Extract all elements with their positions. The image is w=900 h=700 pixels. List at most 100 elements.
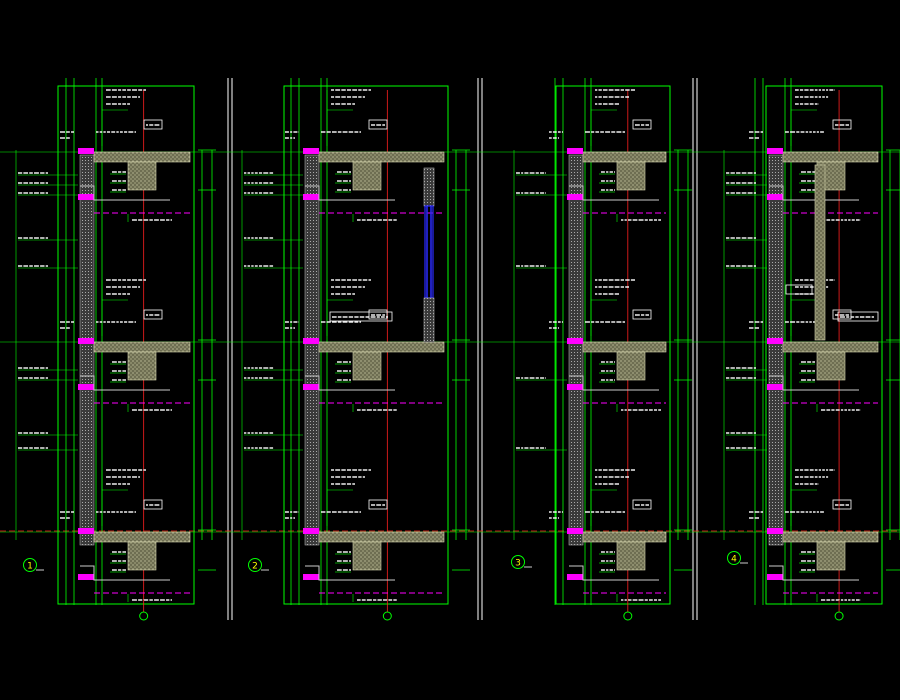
floor-slab <box>782 341 879 353</box>
anchor-bracket-icon <box>78 528 94 534</box>
floor-slab <box>782 151 879 163</box>
concrete-beam <box>352 351 382 381</box>
section-number-circle-icon <box>248 558 262 572</box>
axis-bubble-icon <box>623 611 633 621</box>
material-tag-box <box>368 309 388 320</box>
anchor-bracket-icon <box>767 338 783 344</box>
anchor-bracket-icon <box>303 338 319 344</box>
material-tag-box <box>832 309 852 320</box>
flashing-profile <box>80 375 170 391</box>
material-tag-box <box>368 119 388 130</box>
floor-slab-group <box>749 89 879 222</box>
section-number: 4 <box>727 551 748 565</box>
floor-slab <box>93 151 191 163</box>
section-number-circle-icon <box>511 555 525 569</box>
floor-slab-group <box>60 469 191 602</box>
wall-section-panel <box>723 78 900 621</box>
flashing-profile <box>769 565 859 581</box>
material-tag-box <box>329 311 393 322</box>
floor-slab <box>318 341 445 353</box>
anchor-bracket-icon <box>303 384 319 390</box>
concrete-beam <box>352 541 382 571</box>
window-unit <box>329 167 435 343</box>
anchor-bracket-icon <box>303 574 319 580</box>
panel-frame <box>555 85 671 605</box>
material-tag-box <box>632 499 652 510</box>
floor-slab <box>582 341 667 353</box>
anchor-bracket-icon <box>567 194 583 200</box>
anchor-bracket-icon <box>78 384 94 390</box>
flashing-profile <box>80 185 170 201</box>
concrete-beam <box>616 541 646 571</box>
concrete-beam <box>127 541 157 571</box>
section-number: 2 <box>248 558 269 572</box>
floor-slab-group <box>60 279 191 412</box>
floor-slab <box>318 151 445 163</box>
anchor-bracket-icon <box>78 338 94 344</box>
anchor-bracket-icon <box>78 148 94 154</box>
column <box>814 164 826 341</box>
flashing-profile <box>305 185 395 201</box>
material-tag-box <box>785 284 813 295</box>
anchor-bracket-icon <box>767 384 783 390</box>
concrete-beam <box>352 161 382 191</box>
anchor-bracket-icon <box>78 574 94 580</box>
anchor-bracket-icon <box>567 384 583 390</box>
anchor-bracket-icon <box>303 148 319 154</box>
floor-slab-group <box>549 89 667 222</box>
anchor-bracket-icon <box>767 528 783 534</box>
section-number-text: 4 <box>731 555 737 565</box>
floor-slab <box>582 151 667 163</box>
section-number: 1 <box>23 558 44 572</box>
axis-bubble-icon <box>834 611 844 621</box>
panel-frame <box>283 85 449 605</box>
concrete-beam <box>616 351 646 381</box>
flashing-profile <box>769 375 859 391</box>
anchor-bracket-icon <box>78 194 94 200</box>
exterior-wall <box>568 154 584 546</box>
floor-slab-group <box>549 279 667 412</box>
concrete-column <box>785 164 879 341</box>
wall-section-panel <box>513 78 692 621</box>
exterior-wall <box>768 154 784 546</box>
section-number-text: 2 <box>252 562 258 572</box>
concrete-beam <box>127 351 157 381</box>
anchor-bracket-icon <box>567 528 583 534</box>
panel-frame <box>765 85 883 605</box>
floor-slab-group <box>60 89 191 222</box>
window-sill <box>423 297 435 343</box>
anchor-bracket-icon <box>303 528 319 534</box>
wall-section-panel <box>15 78 216 621</box>
concrete-beam <box>616 161 646 191</box>
material-tag-box <box>837 311 879 322</box>
anchor-bracket-icon <box>567 338 583 344</box>
material-tag-box <box>368 499 388 510</box>
anchor-bracket-icon <box>303 194 319 200</box>
flashing-profile <box>569 185 659 201</box>
floor-slab-group <box>285 279 445 412</box>
section-number: 3 <box>511 555 532 569</box>
floor-slab-group <box>285 469 445 602</box>
concrete-beam <box>816 541 846 571</box>
flashing-profile <box>305 565 395 581</box>
material-tag-box <box>832 499 852 510</box>
anchor-bracket-icon <box>567 148 583 154</box>
material-tag-box <box>143 119 163 130</box>
floor-slab <box>582 531 667 543</box>
material-tag-box <box>832 119 852 130</box>
floor-slab-group <box>549 469 667 602</box>
anchor-bracket-icon <box>767 574 783 580</box>
exterior-wall <box>79 154 95 546</box>
concrete-beam <box>816 351 846 381</box>
floor-slab <box>93 531 191 543</box>
floor-slab <box>318 531 445 543</box>
concrete-beam <box>127 161 157 191</box>
anchor-bracket-icon <box>767 194 783 200</box>
flashing-profile <box>569 375 659 391</box>
material-tag-box <box>143 309 163 320</box>
flashing-profile <box>769 185 859 201</box>
window-head <box>423 167 435 207</box>
floor-slab-group <box>749 469 879 602</box>
section-number-text: 3 <box>515 559 521 569</box>
